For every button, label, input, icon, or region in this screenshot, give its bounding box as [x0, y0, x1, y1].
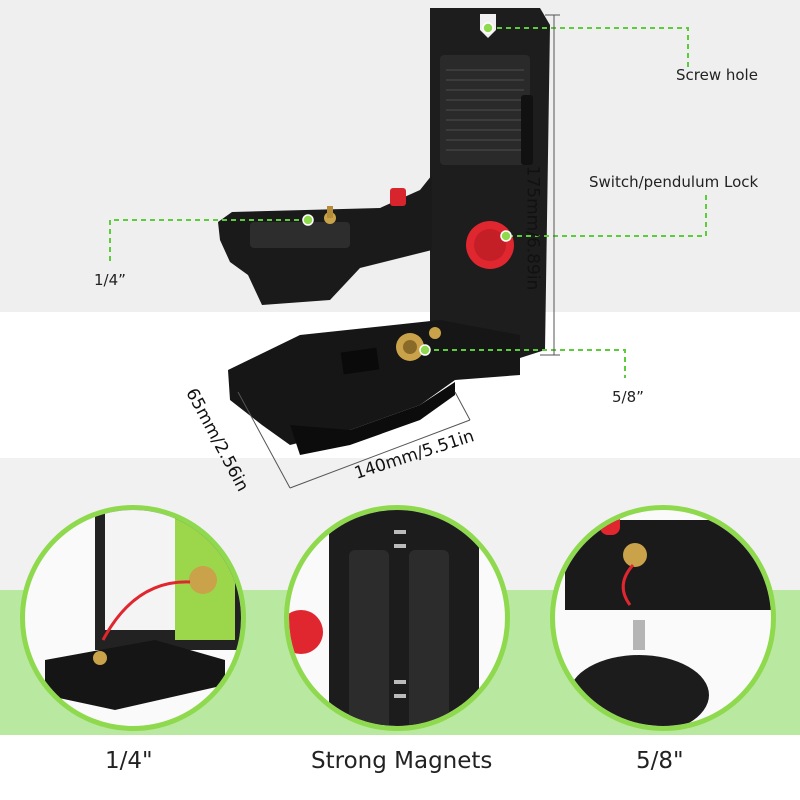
tripod-bolt — [633, 620, 645, 650]
detail-five-eighths — [550, 505, 776, 731]
red-tab — [390, 188, 406, 206]
bracket-illustration — [109, 8, 707, 489]
caption-quarter-inch: 1/4" — [105, 748, 153, 774]
quarter-inch-screw-thread — [327, 206, 333, 218]
base-plate — [228, 320, 520, 445]
caption-five-eighths: 5/8" — [636, 748, 684, 774]
small-brass-insert — [429, 327, 441, 339]
upper-platform-pad — [250, 222, 350, 248]
magnet-strip-left — [349, 550, 389, 726]
background-bottom — [0, 735, 800, 800]
callout-dots — [302, 22, 512, 356]
laser-thread-hole — [189, 566, 217, 594]
detail-strong-magnets — [284, 505, 510, 731]
magnet-strip-right — [409, 550, 449, 726]
magnet-red-knob — [289, 610, 323, 654]
background-top — [0, 0, 800, 312]
detail-magnets-illustration — [289, 510, 479, 726]
underside-thread-hole — [623, 543, 647, 567]
callout-screw-hole: Screw hole — [676, 66, 758, 84]
attach-arrow-right — [621, 563, 635, 606]
base-plate-edge — [290, 382, 455, 455]
callout-five-eighths: 5/8” — [612, 388, 644, 406]
callout-switch-lock: Switch/pendulum Lock — [589, 173, 759, 191]
attach-arrow — [101, 580, 191, 641]
mount-screw — [93, 651, 107, 665]
dimension-lines — [237, 14, 560, 489]
detail-quarter-inch — [20, 505, 246, 731]
base-slot — [340, 347, 380, 375]
detail-quarter-inch-illustration — [45, 510, 241, 710]
tripod-head — [569, 655, 709, 726]
five-eighths-insert-hole — [403, 340, 417, 354]
laser-label — [105, 510, 175, 630]
detail-five-eighths-illustration — [565, 510, 771, 726]
red-lock-knob-center — [474, 229, 506, 261]
magnet-markings — [394, 530, 406, 698]
caption-strong-magnets: Strong Magnets — [311, 748, 493, 774]
callout-quarter-inch: 1/4” — [94, 271, 126, 289]
mount-plate — [45, 640, 225, 710]
dimension-height: 175mm/6.89in — [522, 165, 543, 291]
column-ribs — [446, 69, 524, 151]
callout-lines — [109, 27, 707, 378]
column-side-slot — [521, 95, 533, 165]
